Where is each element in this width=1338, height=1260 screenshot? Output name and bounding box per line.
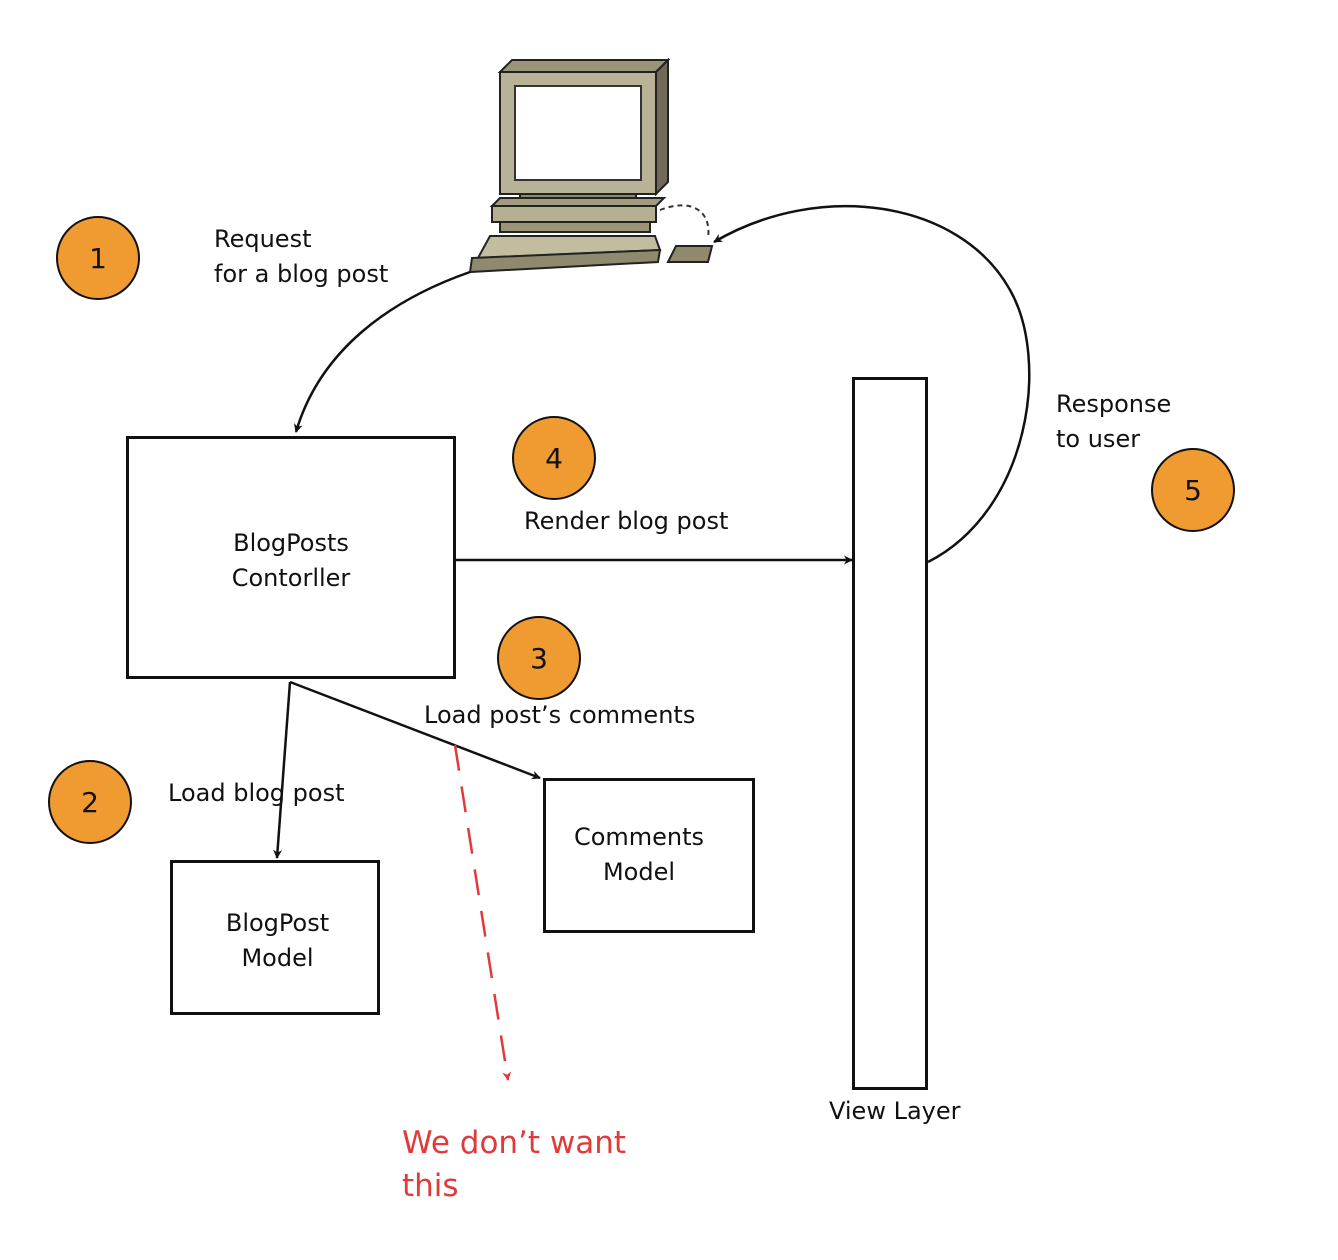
step-4-label: Render blog post <box>524 507 729 535</box>
step-3-label: Load post’s comments <box>424 701 696 729</box>
comments-model-box <box>543 778 755 933</box>
step-1-badge: 1 <box>56 216 140 300</box>
step-1-label-line2: for a blog post <box>214 260 389 288</box>
desktop-computer-icon <box>468 57 714 274</box>
load-comments-arrow <box>289 680 541 780</box>
step-3-badge: 3 <box>497 616 581 700</box>
controller-label-line2: Contorller <box>231 564 351 592</box>
warning-text-line1: We don’t want <box>402 1125 627 1161</box>
blogpost-model-label-line1: BlogPost <box>225 909 330 937</box>
warning-text-line2: this <box>402 1168 459 1204</box>
step-5-label-line1: Response <box>1056 390 1172 418</box>
step-4-badge: 4 <box>512 416 596 500</box>
step-2-badge: 2 <box>48 760 132 844</box>
response-arrow <box>713 204 1031 564</box>
step-5-label-line2: to user <box>1056 425 1141 453</box>
blogpost-model-box <box>170 860 380 1015</box>
view-layer-label: View Layer <box>829 1097 961 1125</box>
step-2-label: Load blog post <box>168 779 345 807</box>
blogposts-controller-box <box>126 436 456 679</box>
unwanted-dashed-arrow <box>453 744 512 1081</box>
request-arrow <box>293 270 471 433</box>
blogpost-model-label-line2: Model <box>241 944 314 972</box>
step-1-label-line1: Request <box>214 225 312 253</box>
comments-model-label-line1: Comments <box>573 823 705 851</box>
load-blogpost-arrow <box>273 681 292 859</box>
step-5-badge: 5 <box>1151 448 1235 532</box>
view-layer-box <box>852 377 928 1090</box>
controller-label-line1: BlogPosts <box>233 529 349 557</box>
comments-model-label-line2: Model <box>602 858 676 886</box>
